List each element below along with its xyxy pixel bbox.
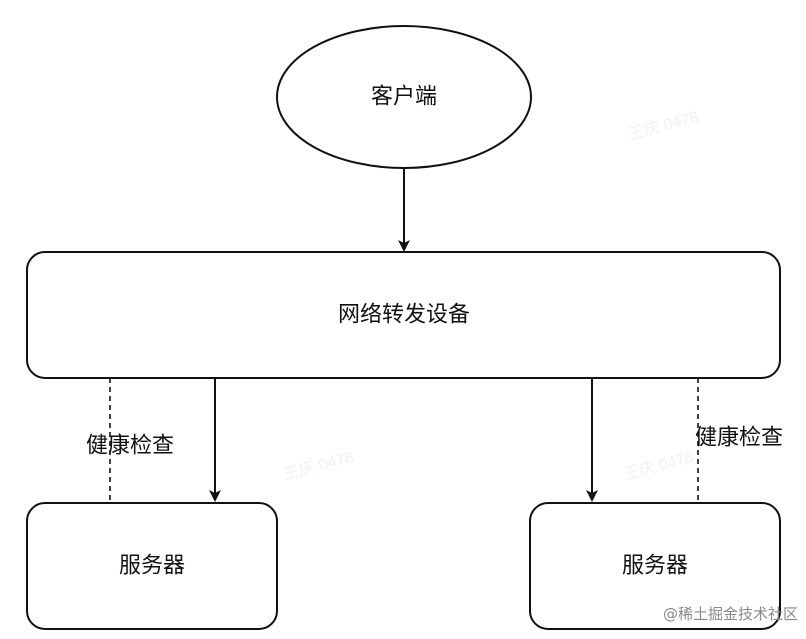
watermark: 王庆 0478 <box>621 448 695 484</box>
health-check-label-right: 健康检查 <box>695 426 783 451</box>
node-client-label: 客户端 <box>371 85 437 110</box>
watermark: 王庆 0478 <box>626 108 700 144</box>
node-server-right: 服务器 <box>529 502 781 630</box>
node-client: 客户端 <box>276 25 532 169</box>
health-check-label-left: 健康检查 <box>86 434 174 459</box>
node-forwarder-label: 网络转发设备 <box>338 303 470 328</box>
node-forwarder: 网络转发设备 <box>26 251 781 379</box>
watermark: 王庆 0478 <box>281 448 355 484</box>
credit-text: @稀土掘金技术社区 <box>663 605 798 623</box>
node-server-left: 服务器 <box>26 502 278 630</box>
node-server-left-label: 服务器 <box>119 554 185 579</box>
node-server-right-label: 服务器 <box>622 554 688 579</box>
